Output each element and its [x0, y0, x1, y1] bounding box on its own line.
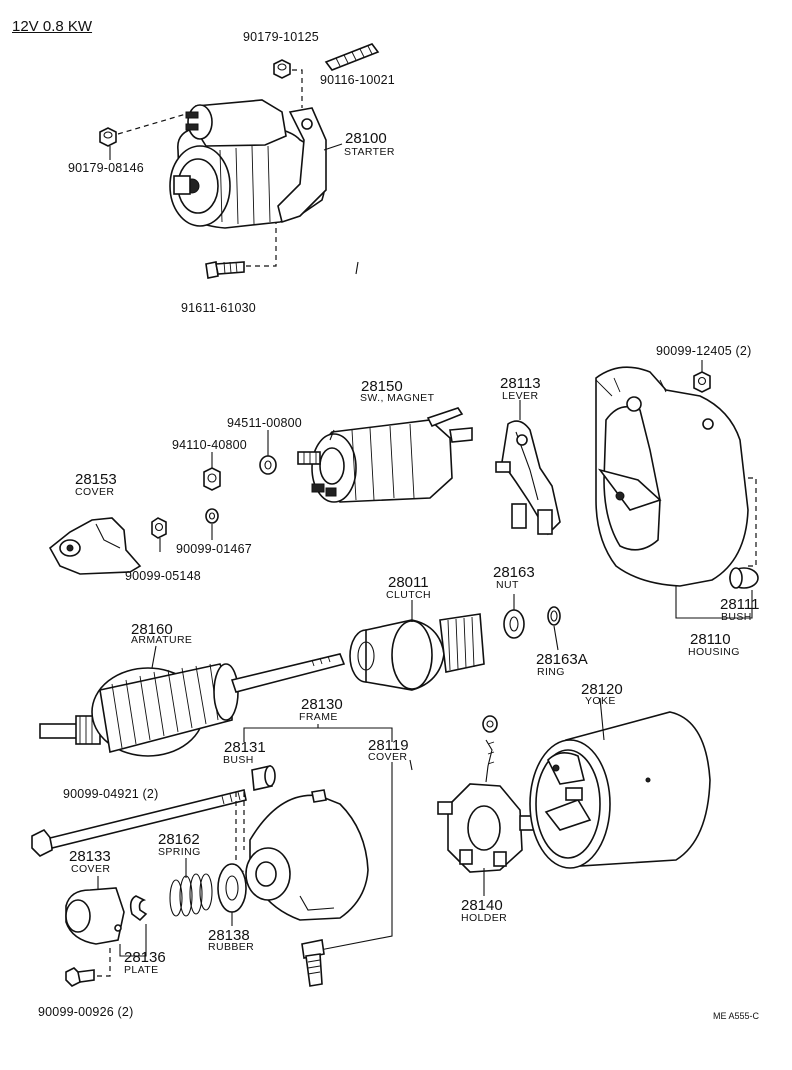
- part-28138-name: RUBBER: [208, 941, 255, 953]
- part-28163a-name: RING: [537, 666, 565, 678]
- starter-assembly-drawing: [169, 99, 327, 229]
- part-28113-number: 28113: [500, 375, 541, 392]
- spring-drawing: [169, 873, 213, 917]
- nut-28163-drawing: [503, 609, 525, 639]
- part-90179-08146: 90179-08146: [68, 161, 144, 175]
- part-28011-number: 28011: [388, 574, 429, 591]
- part-28140-name: HOLDER: [461, 912, 508, 924]
- plate-clip-drawing: [129, 895, 148, 922]
- part-28131-name: BUSH: [223, 754, 254, 766]
- nut-90179-08146-drawing: [99, 127, 117, 147]
- nut-90179-10125-drawing: [273, 59, 291, 79]
- part-28136-name: PLATE: [124, 964, 159, 976]
- nut-94110-40800-drawing: [203, 467, 221, 491]
- part-28133-name: COVER: [71, 863, 111, 875]
- part-28140-number: 28140: [461, 897, 503, 914]
- part-28162-number: 28162: [158, 831, 200, 848]
- part-28160-name: ARMATURE: [131, 634, 193, 646]
- part-90099-12405: 90099-12405 (2): [656, 344, 752, 358]
- part-28162-name: SPRING: [158, 846, 201, 858]
- screw-90099-00926-drawing: [65, 967, 95, 987]
- bolt-91611-61030-drawing: [205, 261, 245, 279]
- stud-90116-10021-drawing: [324, 43, 380, 71]
- part-94110-40800: 94110-40800: [172, 438, 247, 452]
- part-28120-name: YOKE: [585, 695, 616, 707]
- part-28110-number: 28110: [690, 631, 731, 648]
- part-28136-number: 28136: [124, 949, 166, 966]
- drive-lever-drawing: [495, 420, 561, 536]
- brush-holder-drawing: [437, 715, 535, 873]
- diagram-title: 12V 0.8 KW: [12, 18, 93, 35]
- part-28100-name: STARTER: [344, 146, 395, 158]
- drive-housing-drawing: [595, 366, 749, 587]
- part-28150-number: 28150: [361, 378, 403, 395]
- part-28131-number: 28131: [224, 739, 266, 756]
- part-28111-number: 28111: [720, 596, 760, 613]
- part-28110-name: HOUSING: [688, 646, 740, 658]
- end-cover-drawing: [245, 789, 369, 921]
- part-28163a-number: 28163A: [536, 651, 588, 668]
- washer-94511-00800-drawing: [259, 455, 277, 475]
- part-28119-name: COVER: [368, 751, 408, 763]
- part-28130-number: 28130: [301, 696, 343, 713]
- part-28100-number: 28100: [345, 130, 387, 147]
- leader-lines: [97, 143, 703, 890]
- magnet-switch-drawing: [297, 407, 473, 503]
- part-28011-name: CLUTCH: [386, 589, 431, 601]
- ring-28163a-drawing: [547, 606, 561, 626]
- part-28138-number: 28138: [208, 927, 250, 944]
- nut-90099-01467-drawing: [205, 508, 219, 524]
- part-28160-number: 28160: [131, 621, 173, 638]
- part-28119-number: 28119: [368, 737, 409, 754]
- part-28113-name: LEVER: [502, 390, 539, 402]
- armature-drawing: [39, 653, 346, 757]
- part-28153-name: COVER: [75, 486, 115, 498]
- rubber-washer-drawing: [217, 863, 247, 913]
- cover-screw-drawing: [301, 939, 325, 987]
- part-28120-number: 28120: [581, 681, 623, 698]
- part-90179-10125: 90179-10125: [243, 30, 319, 44]
- part-28163-name: NUT: [496, 579, 519, 591]
- nut-90099-12405-drawing: [693, 371, 711, 393]
- frame-bush-drawing: [251, 765, 276, 791]
- part-28133-number: 28133: [69, 848, 111, 865]
- part-90116-10021: 90116-10021: [320, 73, 395, 87]
- part-90099-04921: 90099-04921 (2): [63, 787, 159, 801]
- part-90099-01467: 90099-01467: [176, 542, 252, 556]
- part-90099-05148: 90099-05148: [125, 569, 201, 583]
- part-91611-61030: 91611-61030: [181, 301, 256, 315]
- figure-code: ME A555-C: [713, 1011, 760, 1021]
- part-28130-name: FRAME: [299, 711, 338, 723]
- through-bolt-drawing: [31, 789, 247, 857]
- part-28111-name: BUSH: [721, 611, 752, 623]
- clutch-drawing: [349, 613, 485, 691]
- part-90099-00926: 90099-00926 (2): [38, 1005, 134, 1019]
- small-cover-drawing: [65, 887, 125, 945]
- terminal-cover-drawing: [48, 517, 142, 575]
- part-28150-name: SW., MAGNET: [360, 392, 435, 404]
- part-94511-00800: 94511-00800: [227, 416, 302, 430]
- housing-bush-drawing: [729, 567, 759, 589]
- yoke-drawing: [529, 711, 711, 869]
- part-28163-number: 28163: [493, 564, 535, 581]
- part-28153-number: 28153: [75, 471, 117, 488]
- nut-90099-05148-drawing: [151, 517, 167, 539]
